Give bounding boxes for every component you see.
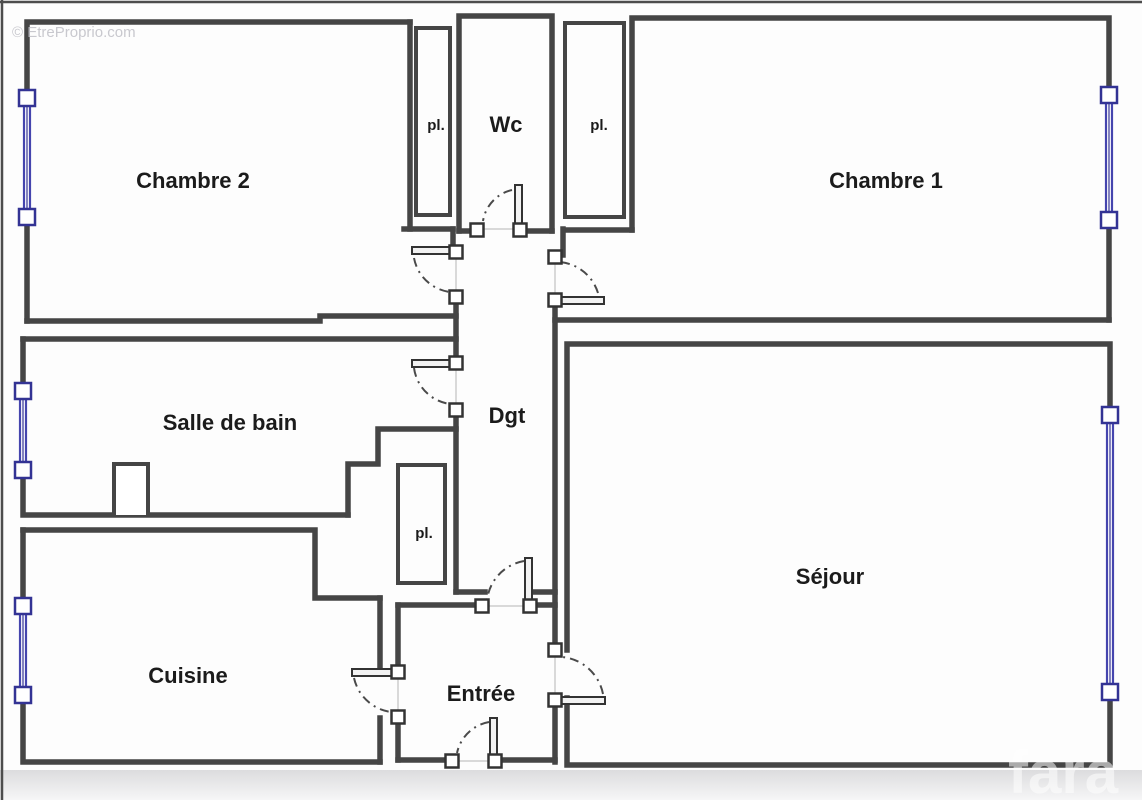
- closet-top-left-box: [414, 26, 452, 217]
- sdb-duct-notch: [112, 462, 150, 515]
- door-arc: [559, 261, 599, 294]
- door-leaf: [557, 296, 605, 305]
- door-dgt-entree: [474, 557, 538, 614]
- window-frame: [1104, 102, 1114, 214]
- window-end: [1100, 682, 1120, 702]
- door-stop: [390, 709, 406, 725]
- window-frame: [1105, 422, 1115, 686]
- window-end: [17, 88, 37, 108]
- door-leaf: [558, 696, 606, 705]
- door-leaf: [524, 557, 533, 606]
- window-end: [13, 460, 33, 480]
- door-stop: [448, 402, 464, 418]
- door-salle-de-bain: [411, 355, 464, 418]
- door-arc: [561, 656, 604, 695]
- door-hinge: [487, 753, 503, 769]
- door-wc: [469, 184, 528, 238]
- door-hinge: [390, 664, 406, 680]
- window-frame: [18, 397, 28, 464]
- label-cuisine: Cuisine: [148, 663, 227, 688]
- wall-cuisine-top-step: [20, 527, 383, 601]
- door-entrance: [444, 717, 503, 769]
- label-entree: Entrée: [447, 681, 515, 706]
- door-hinge: [547, 292, 563, 308]
- doors: [351, 184, 606, 769]
- label-chambre1: Chambre 1: [829, 168, 943, 193]
- door-chambre2: [411, 244, 464, 305]
- door-hinge: [512, 222, 528, 238]
- label-closet-entree: pl.: [415, 525, 433, 542]
- window-end: [1099, 85, 1119, 105]
- window-frame: [18, 612, 28, 689]
- window-end: [13, 381, 33, 401]
- door-hinge: [522, 598, 538, 614]
- label-sejour: Séjour: [796, 564, 865, 589]
- door-arc: [353, 677, 392, 713]
- door-chambre1: [547, 249, 605, 308]
- door-arc: [413, 367, 451, 405]
- door-stop: [448, 289, 464, 305]
- door-sejour: [547, 642, 606, 708]
- door-cuisine: [351, 664, 406, 725]
- window-frame: [22, 104, 32, 211]
- window-sejour: [1100, 405, 1120, 702]
- door-stop: [547, 249, 563, 265]
- closet-top-right-box: [563, 21, 626, 219]
- watermark-bottom-right: fara: [1008, 739, 1119, 800]
- label-dgt: Dgt: [489, 403, 526, 428]
- label-chambre2: Chambre 2: [136, 168, 250, 193]
- watermark-etreproprio: © EtreProprio.com: [12, 24, 136, 41]
- window-end: [13, 685, 33, 705]
- label-closet-top-left: pl.: [427, 117, 445, 134]
- window-end: [1100, 405, 1120, 425]
- closet-entree-box: [396, 463, 447, 585]
- door-hinge: [448, 355, 464, 371]
- door-hinge: [547, 692, 563, 708]
- window-end: [17, 207, 37, 227]
- window-end: [13, 596, 33, 616]
- window-cuisine: [13, 596, 33, 705]
- door-arc: [482, 189, 513, 222]
- door-stop: [547, 642, 563, 658]
- wall-chambre2-bottom: [24, 313, 459, 324]
- door-arc: [456, 721, 490, 754]
- window-chambre2: [17, 88, 37, 227]
- window-salle-de-bain: [13, 381, 33, 480]
- door-stop: [474, 598, 490, 614]
- bottom-shadow-band: [0, 770, 1142, 800]
- door-stop: [469, 222, 485, 238]
- door-stop: [444, 753, 460, 769]
- windows: [13, 85, 1120, 705]
- door-arc: [413, 257, 451, 293]
- label-closet-top-right: pl.: [590, 117, 608, 134]
- label-wc: Wc: [490, 112, 523, 137]
- door-hinge: [448, 244, 464, 260]
- window-end: [1099, 210, 1119, 230]
- label-salle-de-bain: Salle de bain: [163, 410, 298, 435]
- room-labels: Chambre 2 pl. Wc pl. Chambre 1 Salle de …: [136, 112, 943, 706]
- window-chambre1: [1099, 85, 1119, 230]
- door-arc: [486, 560, 525, 601]
- wall-sdb-step: [345, 426, 459, 518]
- wall-wc-box: [456, 13, 555, 234]
